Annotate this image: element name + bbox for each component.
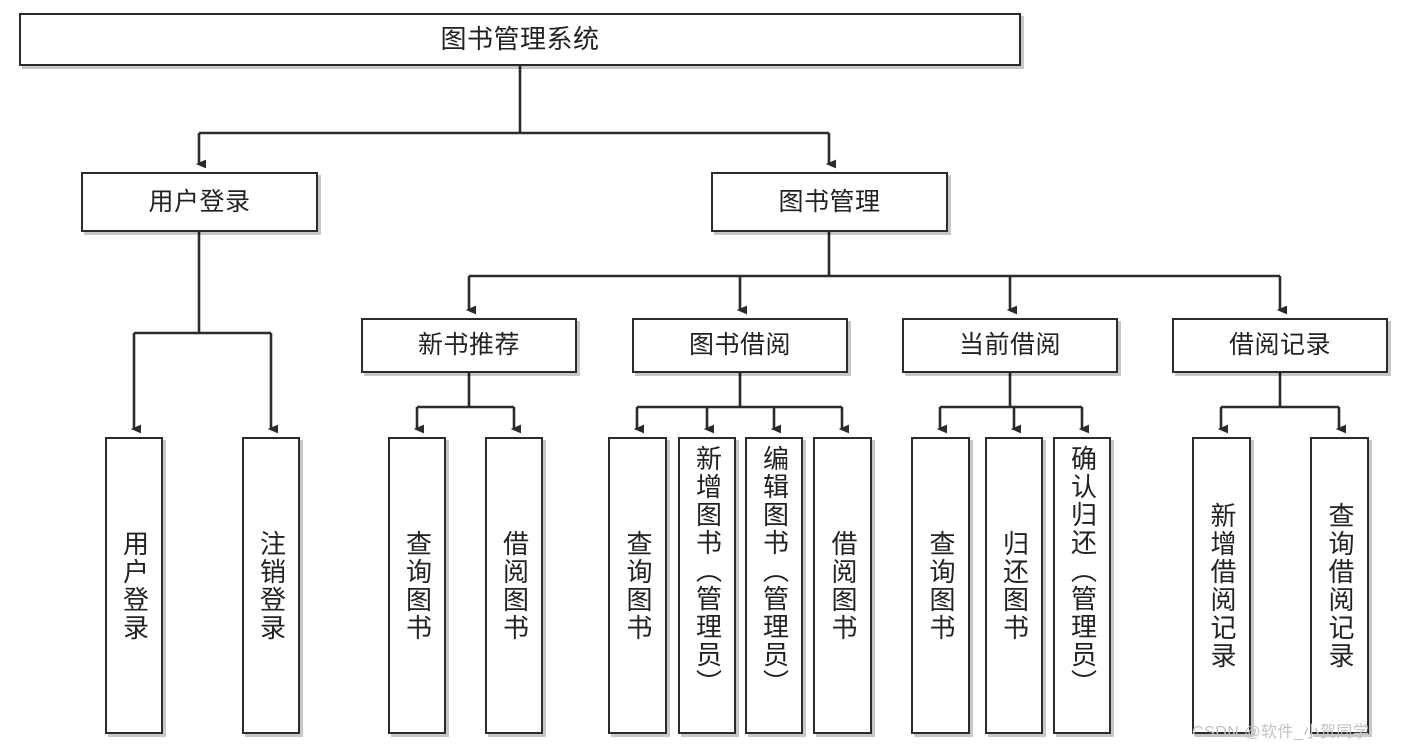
leaf-edit-book[interactable]: 编辑图书（管理员） <box>745 437 803 734</box>
node-user-login-label: 用户登录 <box>148 187 251 216</box>
node-new-book-recommend[interactable]: 新书推荐 <box>361 318 577 373</box>
node-root-label: 图书管理系统 <box>440 23 600 54</box>
node-book-manage[interactable]: 图书管理 <box>711 172 948 232</box>
node-borrow-record[interactable]: 借阅记录 <box>1172 318 1388 373</box>
leaf-query-book-2[interactable]: 查询图书 <box>608 437 667 734</box>
csdn-watermark: CSDN @软件_小贺同学 <box>1192 724 1370 741</box>
leaf-borrow-book-1-label: 借阅图书 <box>499 529 530 642</box>
leaf-user-logout[interactable]: 注销登录 <box>242 437 300 734</box>
leaf-add-record-label: 新增借阅记录 <box>1207 501 1238 670</box>
leaf-query-record[interactable]: 查询借阅记录 <box>1310 437 1369 734</box>
leaf-add-book-label: 新增图书（管理员） <box>692 445 723 697</box>
leaf-add-book[interactable]: 新增图书（管理员） <box>678 437 736 734</box>
leaf-user-logout-label: 注销登录 <box>256 529 287 642</box>
leaf-add-record[interactable]: 新增借阅记录 <box>1192 437 1251 734</box>
leaf-borrow-book-2[interactable]: 借阅图书 <box>813 437 872 734</box>
leaf-user-login-label: 用户登录 <box>119 529 150 642</box>
leaf-return-book[interactable]: 归还图书 <box>985 437 1043 734</box>
leaf-query-book-1[interactable]: 查询图书 <box>388 437 446 734</box>
node-root[interactable]: 图书管理系统 <box>19 13 1021 66</box>
leaf-query-book-3[interactable]: 查询图书 <box>911 437 970 734</box>
leaf-query-book-3-label: 查询图书 <box>926 529 957 642</box>
node-new-book-recommend-label: 新书推荐 <box>417 331 520 360</box>
leaf-query-record-label: 查询借阅记录 <box>1325 501 1356 670</box>
node-current-borrow-label: 当前借阅 <box>958 331 1061 360</box>
leaf-return-book-label: 归还图书 <box>999 529 1030 642</box>
node-borrow-record-label: 借阅记录 <box>1228 331 1331 360</box>
node-user-login[interactable]: 用户登录 <box>81 172 318 232</box>
leaf-confirm-return[interactable]: 确认归还（管理员） <box>1053 437 1111 734</box>
node-book-manage-label: 图书管理 <box>778 187 881 216</box>
node-current-borrow[interactable]: 当前借阅 <box>902 318 1118 373</box>
leaf-user-login[interactable]: 用户登录 <box>105 437 163 734</box>
leaf-borrow-book-1[interactable]: 借阅图书 <box>485 437 543 734</box>
node-book-borrow-label: 图书借阅 <box>688 331 791 360</box>
leaf-borrow-book-2-label: 借阅图书 <box>828 529 859 642</box>
leaf-query-book-2-label: 查询图书 <box>623 529 654 642</box>
leaf-edit-book-label: 编辑图书（管理员） <box>759 445 790 697</box>
leaf-query-book-1-label: 查询图书 <box>402 529 433 642</box>
leaf-confirm-return-label: 确认归还（管理员） <box>1067 445 1098 697</box>
node-book-borrow[interactable]: 图书借阅 <box>632 318 848 373</box>
